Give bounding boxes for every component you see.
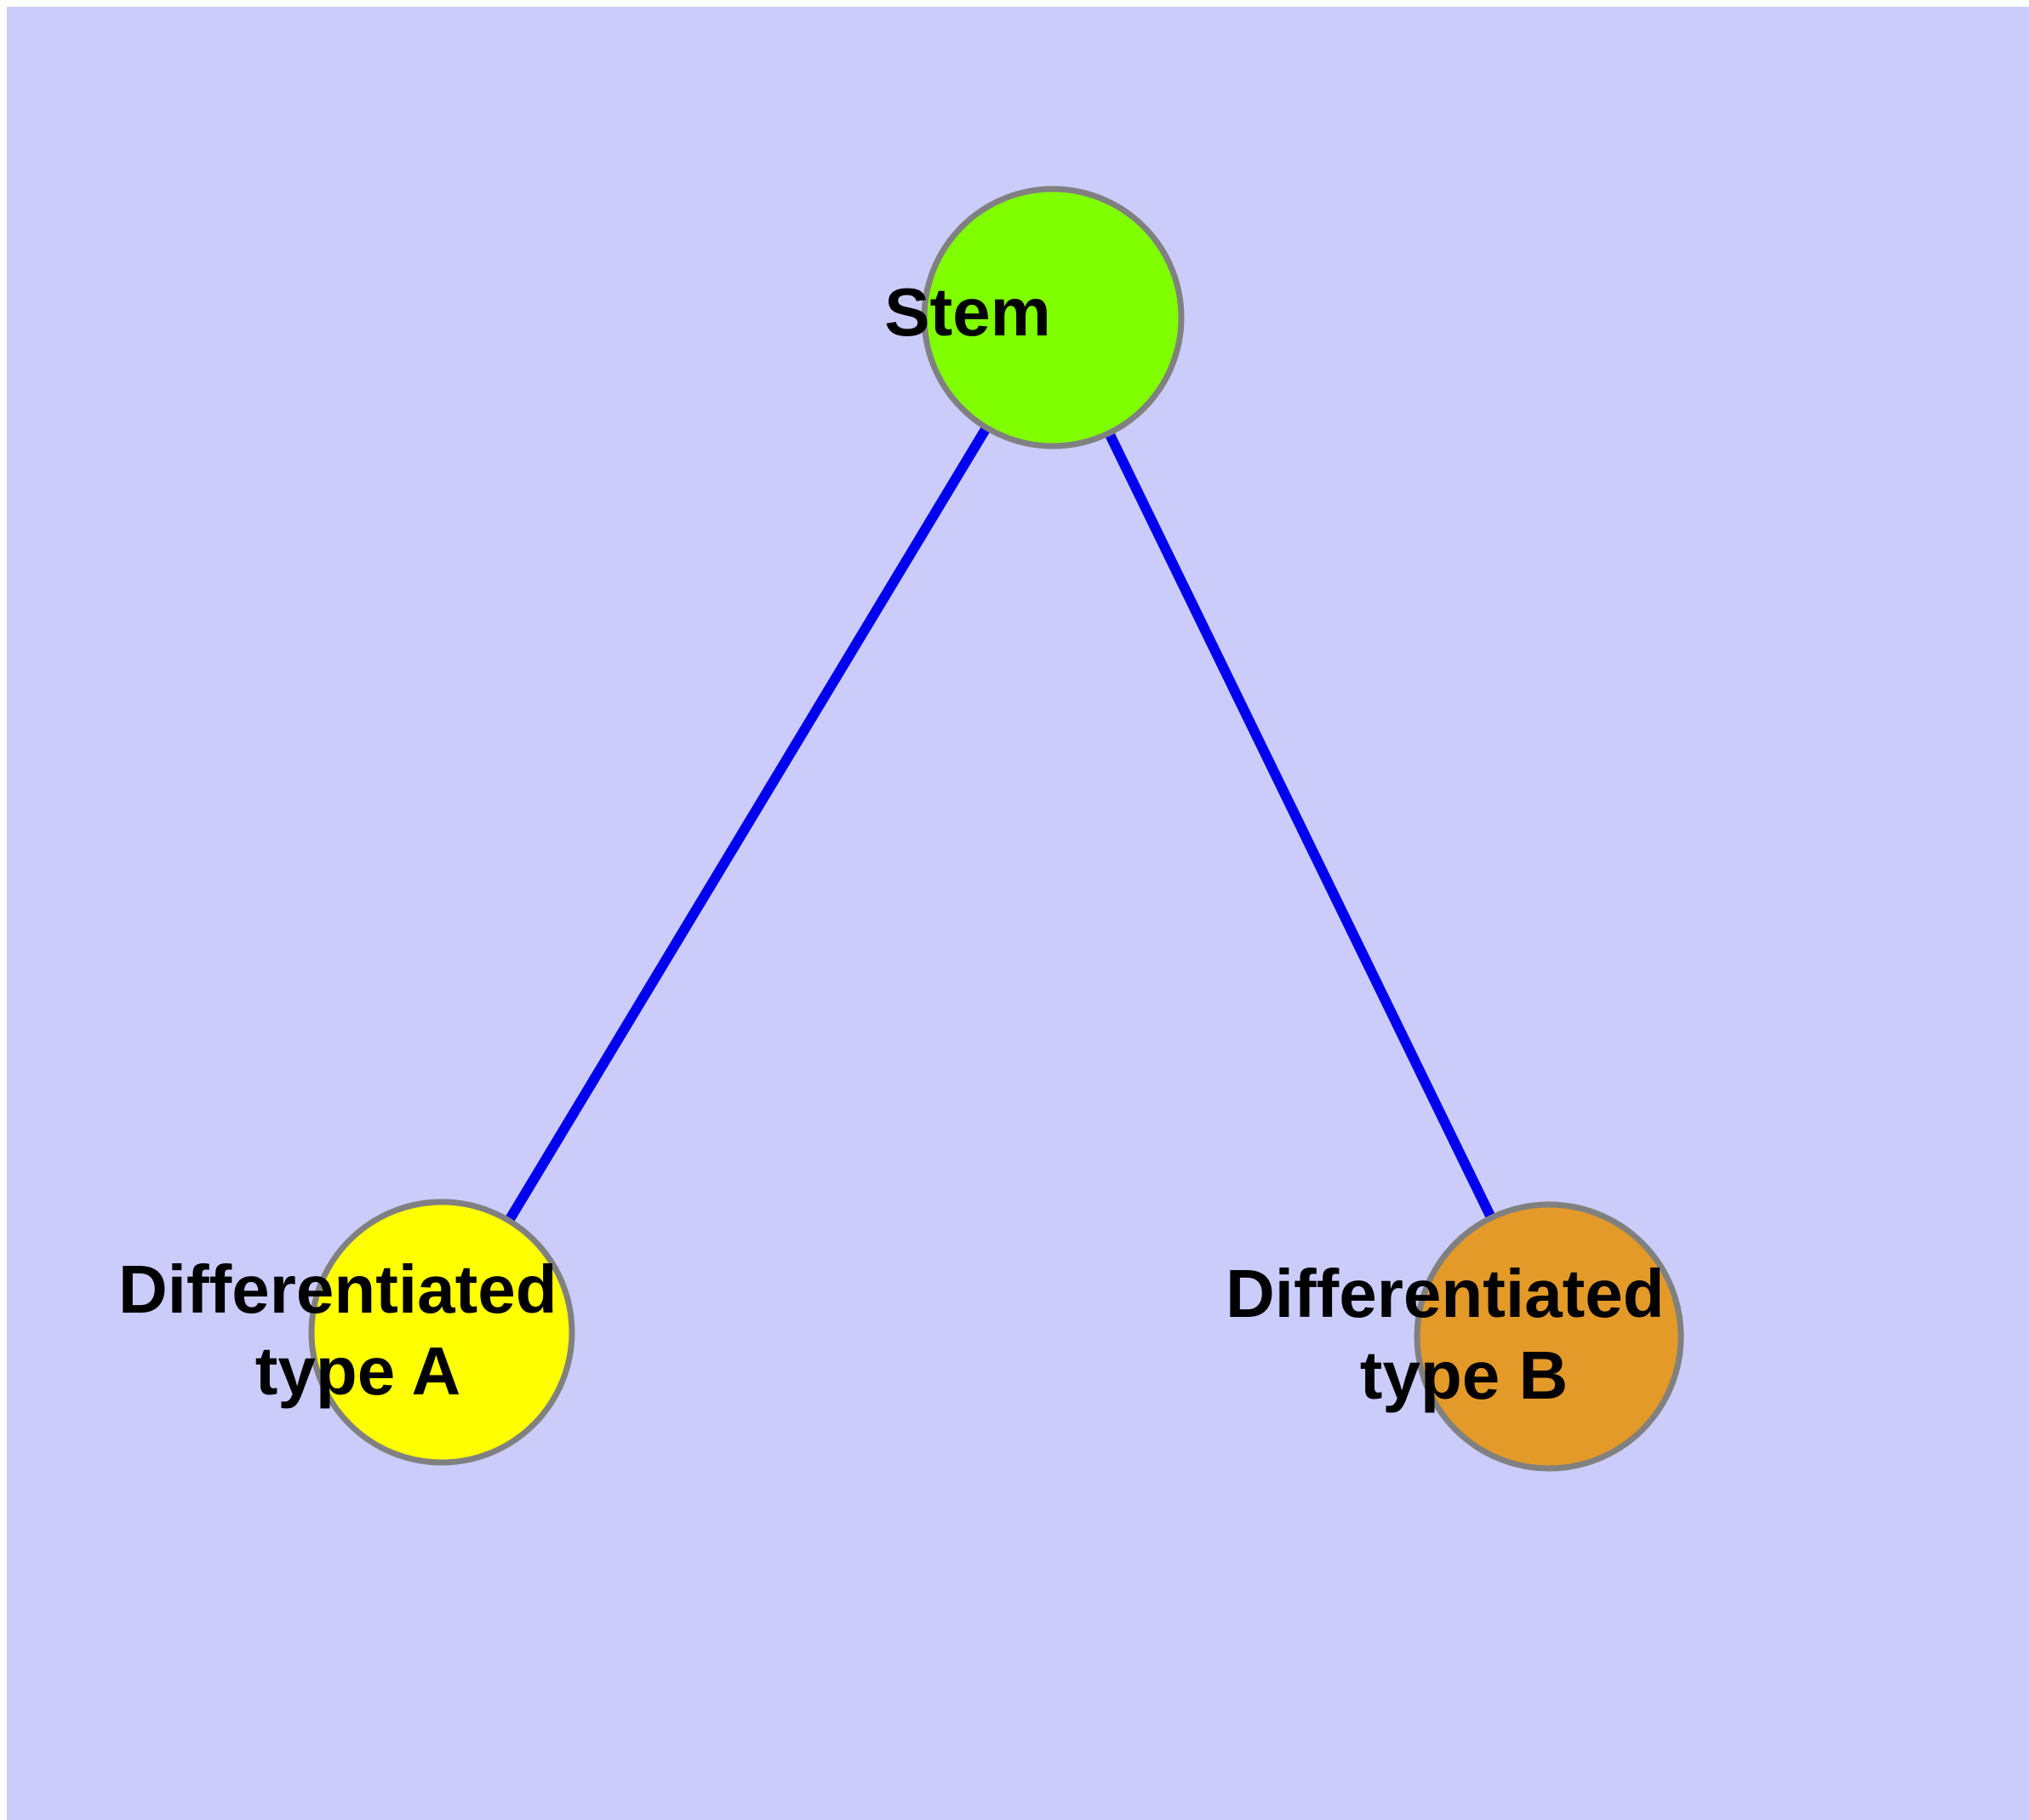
- node-differentiated-type-b-label-line-2: type B: [1360, 1337, 1569, 1413]
- node-stem-label-line-1: Stem: [884, 274, 1051, 350]
- node-differentiated-type-b-label: Differentiated type B: [1226, 1256, 1872, 1413]
- node-differentiated-type-a-label: Differentiated type A: [118, 1251, 765, 1409]
- node-differentiated-type-b-circle[interactable]: [1414, 1201, 1684, 1472]
- node-differentiated-type-b-label-line-1: Differentiated: [1226, 1256, 1665, 1331]
- node-differentiated-type-a-label-line-1: Differentiated: [118, 1251, 557, 1327]
- node-differentiated-type-a-circle[interactable]: [308, 1199, 575, 1466]
- edge-layer: [437, 314, 1554, 1339]
- node-stem-label: Stem: [884, 274, 1221, 350]
- node-stem[interactable]: Stem: [884, 186, 1221, 449]
- node-differentiated-type-a[interactable]: Differentiated type A: [118, 1199, 765, 1466]
- node-differentiated-type-b[interactable]: Differentiated type B: [1226, 1201, 1872, 1472]
- node-layer: Stem Differentiated type A Differentiate…: [118, 186, 1872, 1472]
- node-differentiated-type-a-label-line-2: type A: [255, 1333, 460, 1409]
- edge-stem-to-differentiated-type-a[interactable]: [437, 314, 1058, 1336]
- node-stem-circle[interactable]: [921, 186, 1185, 449]
- edge-stem-to-differentiated-type-b[interactable]: [1048, 315, 1554, 1339]
